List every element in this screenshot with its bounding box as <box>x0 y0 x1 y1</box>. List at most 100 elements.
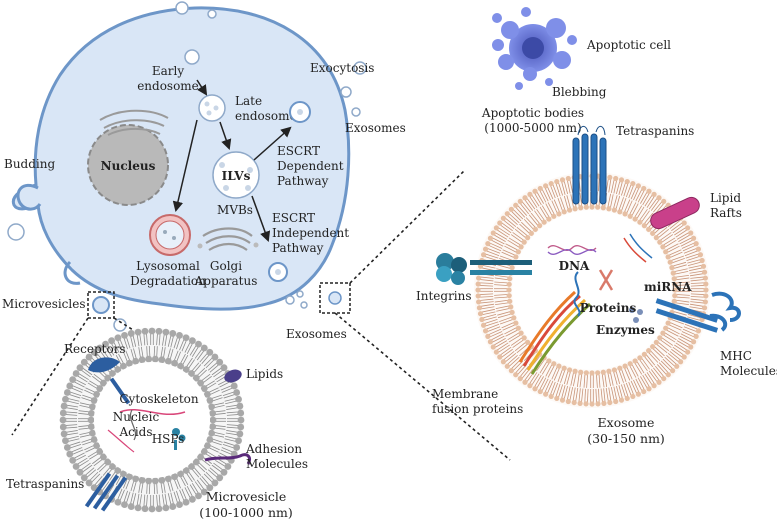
exosome-lipid-head <box>528 230 534 236</box>
exosome-lipid-tail <box>643 354 654 368</box>
adhesion-label-1: Adhesion <box>245 442 302 456</box>
exosome-lipid-head <box>493 349 499 355</box>
exosome-lipid-tail <box>671 261 687 267</box>
mv-lipid-head <box>69 376 77 383</box>
mv-lipid-head <box>132 475 140 483</box>
mv-lipid-head <box>208 403 215 411</box>
exosome-lipid-tail <box>546 185 554 200</box>
golgi-label-2: Apparatus <box>194 274 258 288</box>
mv-lipid-head <box>138 356 146 364</box>
exosome-lipid-tail <box>618 180 624 195</box>
exosome-lipid-head <box>600 205 606 211</box>
microvesicle-small <box>92 296 110 314</box>
mv-lipid-head <box>169 503 177 510</box>
exosome-lipid-tail <box>656 228 670 239</box>
mv-lipid-head <box>62 395 69 403</box>
mv-lipid-head <box>108 337 115 345</box>
exosome-lipid-tail <box>495 342 509 352</box>
mv-lipid-head <box>195 492 202 500</box>
exosome-lipid-tail <box>488 242 503 249</box>
mv-lipid-head <box>126 359 133 367</box>
exosome-lipid-tail <box>533 191 542 206</box>
exosome-lipid-head <box>653 235 659 241</box>
exosome-lipid-tail <box>520 200 532 213</box>
exosome-lipid-head <box>508 206 514 212</box>
exosome-lipid-head <box>589 401 595 407</box>
exosome-lipid-head <box>635 391 641 397</box>
mvbs-label: MVBs <box>217 203 253 217</box>
mv-lipid-head <box>59 409 67 417</box>
mv-lipid-head <box>216 474 224 482</box>
nucleic-label-1: Nucleic <box>113 410 160 424</box>
exosome-lipid-tail <box>608 177 612 193</box>
mirna-strand <box>623 233 653 263</box>
exosome-lipid-tail <box>630 203 639 218</box>
exosome-lipid-head <box>521 335 527 341</box>
exosome-lipid-tail <box>652 367 664 380</box>
exosome-lipid-head <box>572 206 578 212</box>
exosome-lipid-tail <box>615 369 621 385</box>
exosome-lipid-tail <box>625 182 633 198</box>
exosome-lipid-tail <box>689 267 704 272</box>
exocytosis-pocket <box>289 101 311 123</box>
exosome-lipid-tail <box>664 243 679 252</box>
cytoskeleton-fiber-2 <box>107 429 135 453</box>
mv-lipid-head <box>109 370 116 377</box>
exosome-lipid-head <box>641 388 647 395</box>
exosome-lipid-tail <box>544 186 551 201</box>
exosome-lipid-head <box>669 265 675 271</box>
exosome-lipid-head <box>622 363 628 369</box>
mv-tetraspanin <box>84 472 128 512</box>
exosome-lipid-head <box>508 304 514 310</box>
exosome-lipid-tail <box>502 249 517 257</box>
exosome-lipid-tail <box>669 218 682 230</box>
exosome-lipid-tail <box>640 356 650 370</box>
mv-lipid-head <box>89 403 96 411</box>
exosome-lipid-head <box>561 209 567 215</box>
exosome-lipid-head <box>543 183 549 189</box>
dna-strand <box>547 245 597 255</box>
late-endosome-label-1: Late <box>235 94 262 108</box>
exosome-lipid-tail <box>678 338 692 347</box>
golgi-label-1: Golgi <box>210 259 242 273</box>
exosome-lipid-head <box>572 368 578 374</box>
exosome-lipid-head <box>665 320 671 326</box>
exosome-lipid-tail <box>620 181 627 196</box>
exosome-lipid-tail <box>664 356 677 368</box>
exosome-lipid-head <box>646 188 652 194</box>
mv-lipid-head <box>114 334 122 342</box>
exosome-lipid-tail <box>674 344 688 354</box>
exosome-lipid-head <box>507 276 513 282</box>
exosome-lipid-tail <box>689 303 705 307</box>
exosome-lipid-tail <box>501 251 516 259</box>
exosome-lipid-head <box>661 198 667 205</box>
exosome-lipid-head <box>541 219 547 225</box>
exosome-lipid-tail <box>620 197 627 213</box>
exosome-lipid-tail <box>685 253 701 259</box>
exosome-lipid-tail <box>502 350 515 362</box>
mv-lipid-head <box>100 453 107 461</box>
exosome-lipid-head <box>517 198 523 205</box>
exosome-lipid-tail <box>635 206 645 220</box>
mv-lipid-head <box>200 385 208 392</box>
exosome-lipid-tail <box>507 356 520 368</box>
mv-lipid-head <box>127 330 135 337</box>
exosome-lipid-tail <box>547 202 556 216</box>
exosome-lipid-head <box>504 363 510 369</box>
mv-lipid-head <box>235 395 242 403</box>
mv-lipid-head <box>114 366 122 373</box>
exosome-lipid-tail <box>493 340 508 349</box>
exosome-lipid-head <box>656 195 662 201</box>
exosome-lipid-tail <box>520 221 533 233</box>
exosome-lipid-tail <box>679 335 694 344</box>
exosome-lipid-tail <box>595 372 598 388</box>
exosome-lipid-head <box>703 287 709 293</box>
exosome-lipid-head <box>578 369 584 375</box>
exosome-lipid-head <box>551 361 557 367</box>
exosome-lipid-head <box>627 213 633 219</box>
exosome-lipid-tail <box>553 199 561 214</box>
exosome-lipid-tail <box>495 302 511 306</box>
exosome-lipid-tail <box>605 387 609 403</box>
exosome-lipid-tail <box>613 178 618 194</box>
budding-label: Budding <box>4 157 55 171</box>
